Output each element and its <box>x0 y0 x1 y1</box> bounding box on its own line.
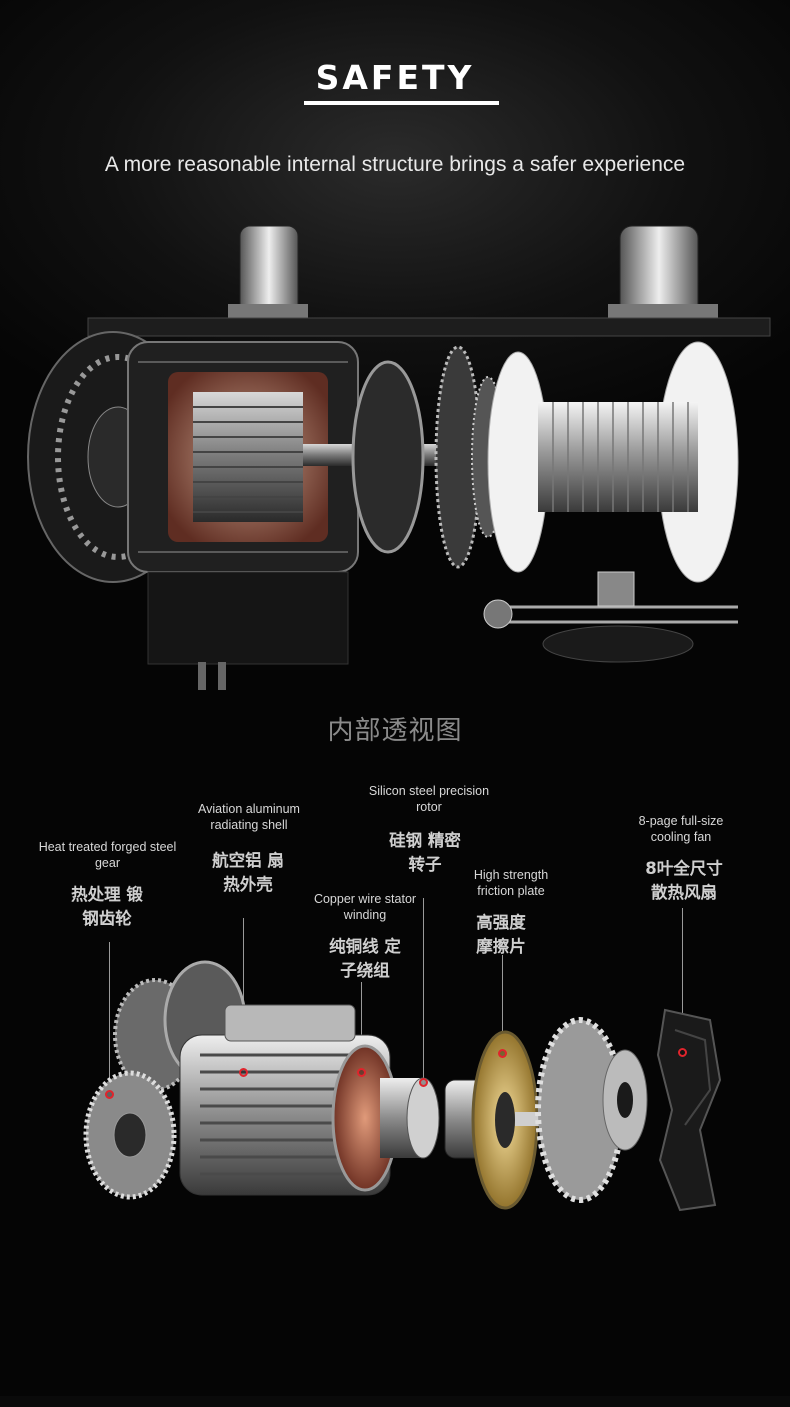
marker-aluminum-shell <box>239 1068 248 1077</box>
cooling-fan-icon <box>656 1008 722 1212</box>
leader-aluminum-shell <box>243 918 244 1068</box>
marker-cooling-fan <box>678 1048 687 1057</box>
label-cooling-fan: 8-page full-size cooling fan 8叶全尺寸 散热风扇 <box>620 814 742 905</box>
leader-stator-winding <box>361 982 362 1068</box>
label-forged-gear-en: Heat treated forged steel gear <box>38 840 177 870</box>
label-friction-plate: High strength friction plate 高强度 摩擦片 <box>458 868 564 959</box>
marker-friction-plate <box>498 1049 507 1058</box>
leader-cooling-fan <box>682 908 683 1048</box>
label-cooling-fan-en: 8-page full-size cooling fan <box>638 814 724 844</box>
label-stator-winding-en: Copper wire stator winding <box>313 892 417 922</box>
leader-friction-plate <box>502 955 503 1051</box>
cutaway-caption: 内部透视图 <box>327 716 463 746</box>
leader-rotor <box>423 898 424 1078</box>
label-friction-plate-zh: 高强度 摩擦片 <box>476 913 526 957</box>
page-subtitle: A more reasonable internal structure bri… <box>104 153 686 176</box>
bottom-bar <box>0 1396 790 1407</box>
label-stator-winding-zh: 纯铜线 定子绕组 <box>329 937 401 981</box>
label-forged-gear: Heat treated forged steel gear 热处理 锻钢齿轮 <box>35 840 180 931</box>
label-cooling-fan-zh: 8叶全尺寸 散热风扇 <box>645 859 723 903</box>
label-rotor: Silicon steel precision rotor 硅钢 精密转子 <box>365 784 493 877</box>
label-rotor-en: Silicon steel precision rotor <box>368 784 490 814</box>
marker-rotor <box>419 1078 428 1087</box>
title-underline <box>304 101 499 105</box>
label-aluminum-shell: Aviation aluminum radiating shell 航空铝 扇热… <box>180 802 318 897</box>
label-aluminum-shell-zh: 航空铝 扇热外壳 <box>212 851 284 895</box>
rotor-icon <box>380 1077 440 1159</box>
exploded-view-illustration <box>83 960 722 1212</box>
label-stator-winding: Copper wire stator winding 纯铜线 定子绕组 <box>310 892 420 983</box>
label-friction-plate-en: High strength friction plate <box>473 868 549 898</box>
label-forged-gear-zh: 热处理 锻钢齿轮 <box>71 885 143 929</box>
marker-stator-winding <box>357 1068 366 1077</box>
leader-forged-gear <box>109 942 110 1090</box>
label-aluminum-shell-en: Aviation aluminum radiating shell <box>198 802 300 832</box>
marker-forged-gear <box>105 1090 114 1099</box>
page-title: SAFETY <box>315 58 475 97</box>
label-rotor-zh: 硅钢 精密转子 <box>389 831 461 875</box>
cutaway-hoist-illustration <box>27 225 771 690</box>
